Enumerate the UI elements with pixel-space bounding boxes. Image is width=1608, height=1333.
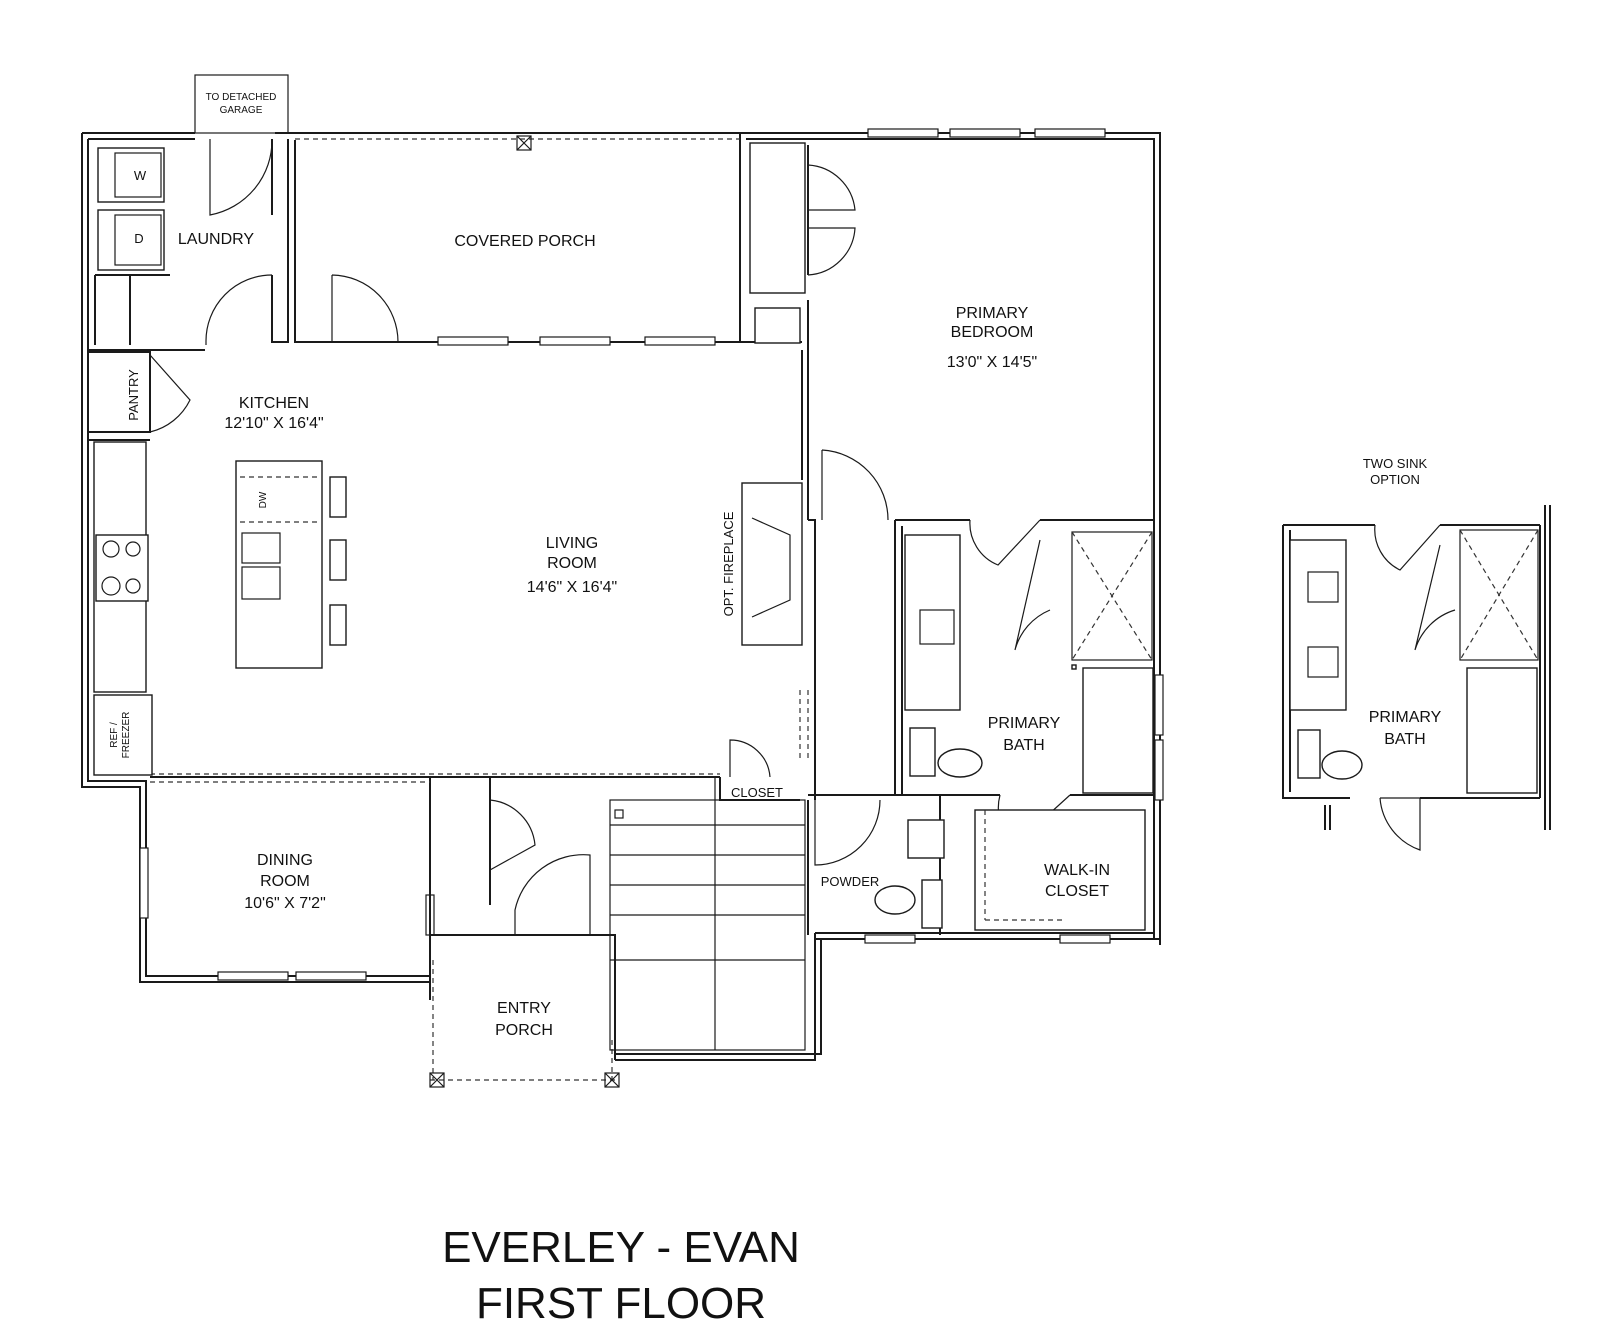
bedroom-closets xyxy=(749,142,806,344)
doors xyxy=(149,138,1071,935)
window xyxy=(295,971,367,981)
window xyxy=(949,128,1021,138)
fireplace-label: OPT. FIREPLACE xyxy=(721,511,736,616)
entry-porch-label-line1: ENTRY xyxy=(497,1000,551,1017)
vanity xyxy=(904,534,961,711)
bathtub xyxy=(1466,667,1538,794)
walk-in-closet-label-line1: WALK-IN xyxy=(1044,862,1110,879)
kitchen-fixtures xyxy=(93,441,347,776)
barstool xyxy=(329,604,347,646)
primary-bath-label-line2: BATH xyxy=(1003,737,1044,754)
dashed-lines xyxy=(150,138,809,1081)
shower xyxy=(1459,529,1539,661)
fridge-label-line1: REF / xyxy=(109,722,120,748)
powder-label: POWDER xyxy=(821,874,880,889)
post-markers xyxy=(429,135,620,1088)
two-sink-option-plan xyxy=(1282,505,1551,851)
closet-label: CLOSET xyxy=(731,785,783,800)
window xyxy=(1034,128,1106,138)
powder-sink xyxy=(907,819,945,859)
barstool xyxy=(329,476,347,518)
plan-title-line1: EVERLEY - EVAN xyxy=(442,1223,800,1272)
primary-bedroom-dims: 13'0" X 14'5" xyxy=(947,354,1037,371)
closet-shelving xyxy=(974,809,1146,931)
toilet xyxy=(1297,729,1321,779)
washer xyxy=(97,147,165,203)
kitchen-dims: 12'10" X 16'4" xyxy=(224,415,323,432)
living-label-line2: ROOM xyxy=(547,555,597,572)
primary-bath-label-line1: PRIMARY xyxy=(988,715,1061,732)
window xyxy=(217,971,289,981)
garage-label-line2: GARAGE xyxy=(220,105,263,116)
entry-porch-label-line2: PORCH xyxy=(495,1022,553,1039)
barstool xyxy=(329,539,347,581)
garage-label-line1: TO DETACHED xyxy=(206,92,277,103)
toilet xyxy=(909,727,936,777)
option-title-line2: OPTION xyxy=(1370,472,1420,487)
dishwasher-label: DW xyxy=(258,491,269,508)
option-bath-label-line1: PRIMARY xyxy=(1369,709,1442,726)
garage-link-box xyxy=(194,74,289,134)
stairs xyxy=(609,777,806,1051)
walk-in-closet-label-line2: CLOSET xyxy=(1045,883,1109,900)
window xyxy=(539,336,611,346)
dining-label-line1: DINING xyxy=(257,852,313,869)
option-title-line1: TWO SINK xyxy=(1363,456,1428,471)
refrigerator xyxy=(93,694,153,776)
primary-bath-fixtures xyxy=(874,531,1154,931)
shower xyxy=(1071,531,1153,661)
bathtub xyxy=(1082,667,1154,794)
window xyxy=(864,934,916,944)
window xyxy=(1154,674,1164,736)
window xyxy=(1154,739,1164,801)
option-bath-label-line2: BATH xyxy=(1384,731,1425,748)
window xyxy=(644,336,716,346)
dining-label-line2: ROOM xyxy=(260,873,310,890)
laundry-appliances xyxy=(97,147,165,271)
primary-bedroom-label-line1: PRIMARY xyxy=(956,305,1029,322)
window xyxy=(1059,934,1111,944)
primary-bedroom-label-line2: BEDROOM xyxy=(951,324,1034,341)
window xyxy=(867,128,939,138)
laundry-label: LAUNDRY xyxy=(178,231,255,248)
dryer xyxy=(97,209,165,271)
double-vanity xyxy=(1289,539,1347,711)
dining-dims: 10'6" X 7'2" xyxy=(244,895,326,912)
covered-porch-label: COVERED PORCH xyxy=(454,233,595,250)
windows xyxy=(139,128,1164,981)
living-dims: 14'6" X 16'4" xyxy=(527,579,617,596)
window xyxy=(139,847,149,919)
labels: TO DETACHED GARAGE W D LAUNDRY COVERED P… xyxy=(109,92,1442,1328)
window xyxy=(437,336,509,346)
plan-title-line2: FIRST FLOOR xyxy=(476,1279,766,1328)
fridge-label-line2: FREEZER xyxy=(121,712,132,759)
dryer-label: D xyxy=(134,231,143,246)
pantry-label: PANTRY xyxy=(126,369,141,421)
fireplace xyxy=(741,482,803,646)
kitchen-island xyxy=(235,460,323,669)
kitchen-label: KITCHEN xyxy=(239,395,309,412)
living-label-line1: LIVING xyxy=(546,535,598,552)
powder-toilet xyxy=(874,885,916,915)
washer-label: W xyxy=(134,168,147,183)
